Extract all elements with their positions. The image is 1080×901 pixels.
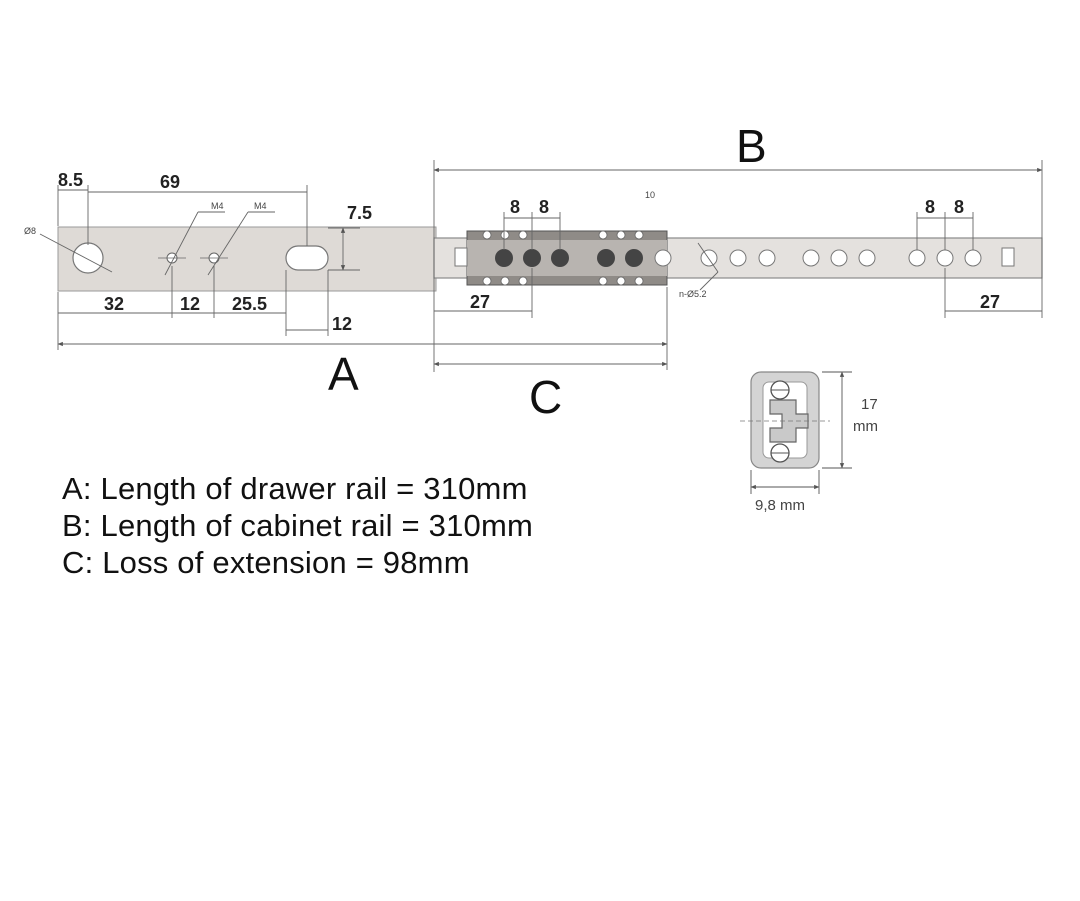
slot-hole — [285, 245, 329, 271]
rail-profile — [740, 371, 830, 469]
dim-8-5: 8.5 — [58, 170, 83, 190]
callout-hole-diameter: n-Ø5.2 — [679, 289, 707, 299]
callout-10: 10 — [645, 190, 655, 200]
square-hole — [1001, 247, 1015, 267]
dim-27-left: 27 — [470, 292, 490, 312]
legend: A: Length of drawer rail = 310mm B: Leng… — [62, 470, 533, 581]
dim-69: 69 — [160, 172, 180, 192]
legend-item-b: B: Length of cabinet rail = 310mm — [62, 508, 534, 543]
dim-25-5: 25.5 — [232, 294, 267, 314]
label-C: C — [529, 371, 562, 423]
profile-height-value: 17 — [861, 396, 878, 413]
profile-width: 9,8 mm — [755, 497, 805, 514]
callout-diameter-8: Ø8 — [24, 226, 36, 236]
callout-m4-a: M4 — [211, 201, 224, 211]
drawer-rail — [57, 226, 437, 292]
dim-27-right: 27 — [980, 292, 1000, 312]
legend-item-c: C: Loss of extension = 98mm — [62, 545, 470, 580]
dim-8-left-a: 8 — [510, 197, 520, 217]
cabinet-holes — [654, 249, 982, 267]
dim-12-holes: 12 — [180, 294, 200, 314]
square-hole — [454, 247, 468, 267]
profile-height-unit: mm — [853, 418, 878, 435]
dim-32: 32 — [104, 294, 124, 314]
dim-7-5: 7.5 — [347, 203, 372, 223]
dim-8-right-a: 8 — [925, 197, 935, 217]
dim-12-slot: 12 — [332, 314, 352, 334]
label-B: B — [736, 120, 767, 172]
ball-bearings — [495, 249, 643, 267]
dim-8-right-b: 8 — [954, 197, 964, 217]
mount-hole-large — [72, 242, 104, 274]
legend-item-a: A: Length of drawer rail = 310mm — [62, 471, 528, 506]
dim-8-left-b: 8 — [539, 197, 549, 217]
callout-m4-b: M4 — [254, 201, 267, 211]
label-A: A — [328, 348, 359, 400]
